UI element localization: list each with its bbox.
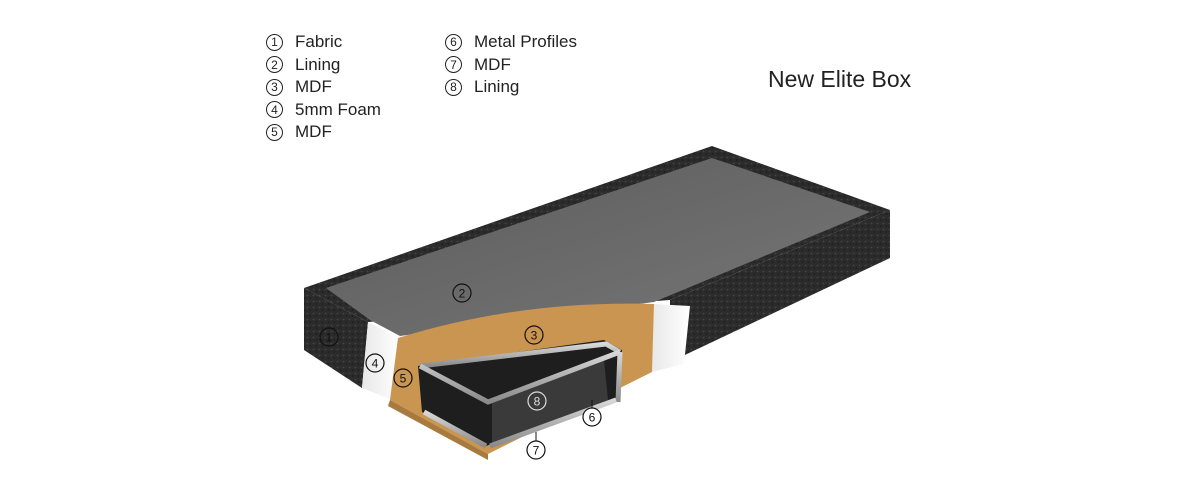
metal-profiles bbox=[417, 341, 623, 449]
legend-item-mdf-3: 7 MDF bbox=[445, 54, 577, 77]
mdf-bottom-strip bbox=[388, 400, 488, 460]
callout-3: 3 bbox=[524, 325, 544, 345]
svg-text:8: 8 bbox=[534, 395, 541, 409]
legend-label: MDF bbox=[295, 122, 332, 141]
callout-1: 1 bbox=[319, 327, 339, 347]
legend-label: 5mm Foam bbox=[295, 99, 381, 119]
legend-number: 8 bbox=[445, 78, 462, 96]
fabric-side-right bbox=[670, 210, 890, 362]
legend-number: 7 bbox=[445, 56, 462, 74]
svg-text:7: 7 bbox=[533, 444, 540, 458]
svg-text:1: 1 bbox=[326, 331, 333, 345]
legend-item-mdf: 3 MDF bbox=[266, 76, 381, 99]
callout-7: 7 bbox=[526, 440, 546, 460]
inner-lining-panel bbox=[492, 360, 608, 446]
svg-text:3: 3 bbox=[531, 329, 538, 343]
legend-number: 2 bbox=[266, 56, 283, 74]
legend-column-1: 1 Fabric 2 Lining 3 MDF 4 5mm Foam 5 MDF bbox=[266, 31, 381, 144]
legend-label: Fabric bbox=[295, 32, 343, 51]
legend-number: 3 bbox=[266, 78, 283, 96]
callout-8: 8 bbox=[527, 391, 547, 411]
legend-number: 5 bbox=[266, 123, 283, 141]
legend-label: MDF bbox=[295, 77, 332, 96]
legend-label: Lining bbox=[474, 77, 520, 96]
svg-text:4: 4 bbox=[372, 357, 379, 371]
legend-item-fabric: 1 Fabric bbox=[266, 31, 381, 54]
svg-text:5: 5 bbox=[400, 372, 407, 386]
callout-4: 4 bbox=[365, 353, 385, 373]
callout-6: 6 bbox=[582, 407, 602, 427]
legend-item-foam: 4 5mm Foam bbox=[266, 99, 381, 122]
svg-text:6: 6 bbox=[589, 411, 596, 425]
legend-number: 1 bbox=[266, 33, 283, 51]
foam-left bbox=[362, 322, 400, 400]
legend-label: MDF bbox=[474, 54, 511, 74]
callout-5: 5 bbox=[393, 368, 413, 388]
svg-text:2: 2 bbox=[459, 287, 466, 301]
legend-item-lining-2: 8 Lining bbox=[445, 76, 577, 99]
legend-number: 4 bbox=[266, 101, 283, 119]
legend-item-metal-profiles: 6 Metal Profiles bbox=[445, 31, 577, 54]
legend-label: Metal Profiles bbox=[474, 32, 577, 51]
legend-column-2: 6 Metal Profiles 7 MDF 8 Lining bbox=[445, 31, 577, 99]
foam-right bbox=[652, 304, 690, 372]
fabric-end-left bbox=[304, 288, 368, 388]
legend-item-lining: 2 Lining bbox=[266, 54, 381, 77]
legend-label: Lining bbox=[295, 54, 341, 74]
top-lining-surface bbox=[326, 158, 870, 336]
legend-item-mdf-2: 5 MDF bbox=[266, 121, 381, 144]
legend-number: 6 bbox=[445, 33, 462, 51]
callout-2: 2 bbox=[452, 283, 472, 303]
diagram-title: New Elite Box bbox=[768, 66, 912, 92]
